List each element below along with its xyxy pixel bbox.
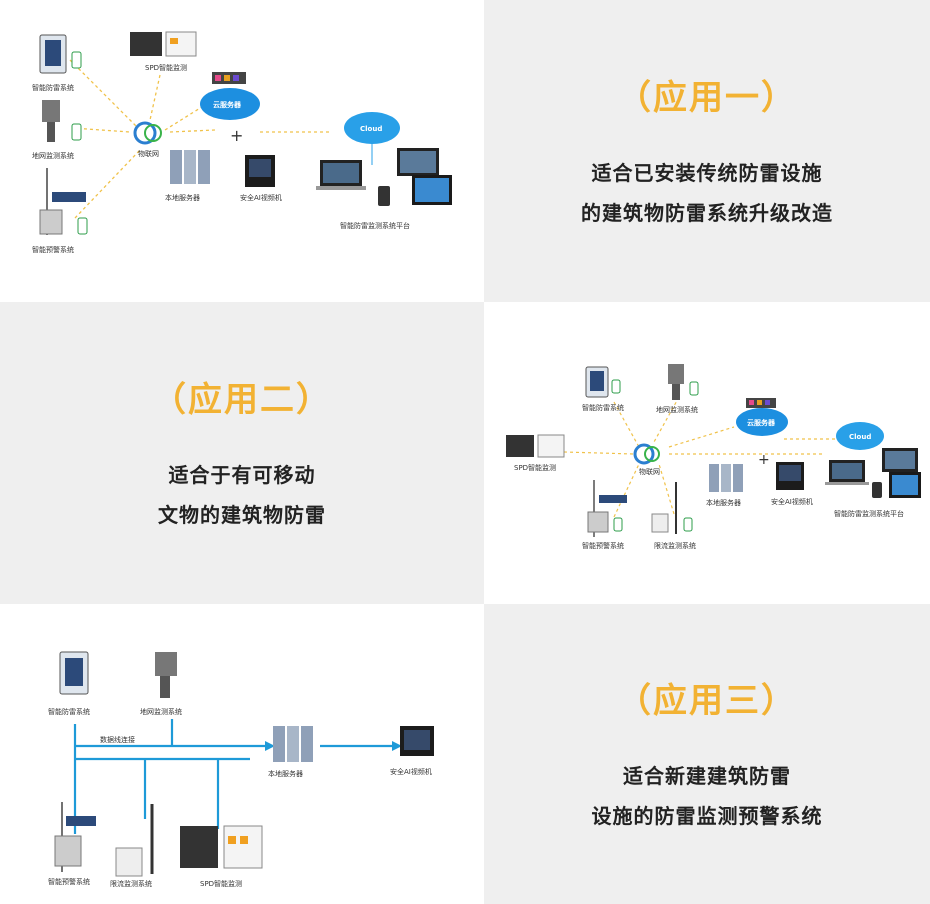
label-3-1: 地网监测系统 — [140, 707, 182, 716]
device-ground-monitor: 地网监测系统 — [140, 652, 182, 716]
diagram-3-svg: 智能防雷系统 地网监测系统 数据线连接 本地服务器 安全AI视频机 — [48, 651, 434, 888]
device-ground-monitor: 地网监测系统 — [656, 364, 699, 414]
label-2-7: 安全AI视频机 — [771, 497, 813, 506]
device-warning-station: 智能预警系统 — [582, 480, 627, 550]
iot-hub: 物联网 — [133, 121, 162, 158]
diagram-app-3: 智能防雷系统 地网监测系统 数据线连接 本地服务器 安全AI视频机 — [0, 604, 484, 904]
text-app-1: （应用一） 适合已安装传统防雷设施 的建筑物防雷系统升级改造 — [484, 0, 930, 302]
device-spd: SPD智能监测 — [506, 434, 565, 472]
diagram-1-svg: 智能防雷系统 SPD智能监测 地网监测系统 智 — [32, 31, 452, 254]
label-1-9: Cloud — [360, 125, 382, 133]
label-1-5: 云服务器 — [213, 100, 242, 109]
iot-hub: 物联网 — [633, 443, 660, 476]
label-2-3: 物联网 — [639, 467, 660, 476]
label-3-2: 数据线连接 — [100, 735, 135, 744]
bus-lines — [73, 719, 392, 834]
label-1-3: 智能预警系统 — [32, 245, 74, 254]
device-warning-station: 智能预警系统 — [48, 802, 96, 886]
label-1-8: 智能防雷监测系统平台 — [340, 221, 410, 230]
label-3-7: SPD智能监测 — [200, 879, 242, 888]
label-2-4: 云服务器 — [747, 418, 776, 427]
local-server: 本地服务器 — [268, 726, 313, 778]
local-server: 本地服务器 — [165, 150, 210, 202]
device-smart-panel: 智能防雷系统 — [48, 651, 90, 716]
label-3-4: 安全AI视频机 — [390, 767, 432, 776]
arrow-head-2 — [265, 741, 275, 751]
label-2-1: 地网监测系统 — [656, 405, 698, 414]
text-app-2: （应用二） 适合于有可移动 文物的建筑物防雷 — [0, 302, 484, 604]
monitoring-platform: Cloud 智能防雷监测系统平台 — [316, 112, 452, 230]
label-3-5: 智能预警系统 — [48, 877, 90, 886]
device-spd: SPD智能监测 — [130, 31, 197, 72]
label-2-2: SPD智能监测 — [514, 463, 556, 472]
text-app-3: （应用三） 适合新建建筑防雷 设施的防雷监测预警系统 — [484, 604, 930, 904]
app-1-desc-line-2: 的建筑物防雷系统升级改造 — [581, 200, 833, 225]
label-3-6: 限流监测系统 — [110, 879, 152, 888]
diagram-2-svg: 智能防雷系统 地网监测系统 SPD智能监测 物联网 — [506, 364, 921, 550]
label-3-3: 本地服务器 — [268, 769, 303, 778]
device-current-limit: 限流监测系统 — [110, 804, 154, 888]
app-2-desc-line-2: 文物的建筑物防雷 — [158, 502, 326, 527]
local-server: 本地服务器 — [706, 464, 743, 507]
label-2-6: 本地服务器 — [706, 498, 741, 507]
label-1-0: 智能防雷系统 — [32, 83, 74, 92]
label-3-0: 智能防雷系统 — [48, 707, 90, 716]
app-3-title: （应用三） — [617, 680, 797, 721]
device-ground-monitor: 地网监测系统 — [32, 100, 82, 160]
plus-2: + — [758, 452, 770, 468]
label-1-6: 本地服务器 — [165, 193, 200, 202]
app-1-desc-line-1: 适合已安装传统防雷设施 — [591, 160, 823, 185]
app-2-desc-line-1: 适合于有可移动 — [168, 462, 316, 487]
label-2-5: 智能预警系统 — [582, 541, 624, 550]
label-1-4: 物联网 — [138, 149, 159, 158]
label-1-2: 地网监测系统 — [32, 151, 74, 160]
diagram-app-2: 智能防雷系统 地网监测系统 SPD智能监测 物联网 — [484, 302, 930, 604]
app-2-title: （应用二） — [152, 379, 332, 420]
cloud-server: 云服务器 — [736, 398, 788, 436]
app-3-desc-line-1: 适合新建建筑防雷 — [623, 763, 791, 788]
monitoring-platform: Cloud 智能防雷监测系统平台 — [825, 422, 921, 518]
device-smart-panel: 智能防雷系统 — [582, 366, 624, 412]
label-2-0: 智能防雷系统 — [582, 403, 624, 412]
cloud-server: 云服务器 — [200, 72, 260, 120]
ai-video-device: 安全AI视频机 — [390, 726, 434, 776]
plus-1: + — [230, 126, 243, 145]
app-1-title: （应用一） — [617, 77, 797, 118]
arrow-head — [392, 741, 402, 751]
label-2-8: 智能防雷监测系统平台 — [834, 509, 904, 518]
label-1-7: 安全AI视频机 — [240, 193, 282, 202]
device-current-limit: 限流监测系统 — [651, 482, 696, 550]
label-2-9: Cloud — [849, 433, 871, 441]
device-warning-station: 智能预警系统 — [32, 168, 88, 254]
app-3-desc-line-2: 设施的防雷监测预警系统 — [591, 803, 823, 828]
ai-video-device: 安全AI视频机 — [240, 155, 282, 202]
label-2-10: 限流监测系统 — [654, 541, 696, 550]
device-smart-panel: 智能防雷系统 — [32, 34, 82, 92]
device-spd: SPD智能监测 — [180, 825, 263, 888]
ai-video-device: 安全AI视频机 — [771, 462, 813, 506]
diagram-app-1: 智能防雷系统 SPD智能监测 地网监测系统 智 — [0, 0, 484, 302]
label-1-1: SPD智能监测 — [145, 63, 187, 72]
